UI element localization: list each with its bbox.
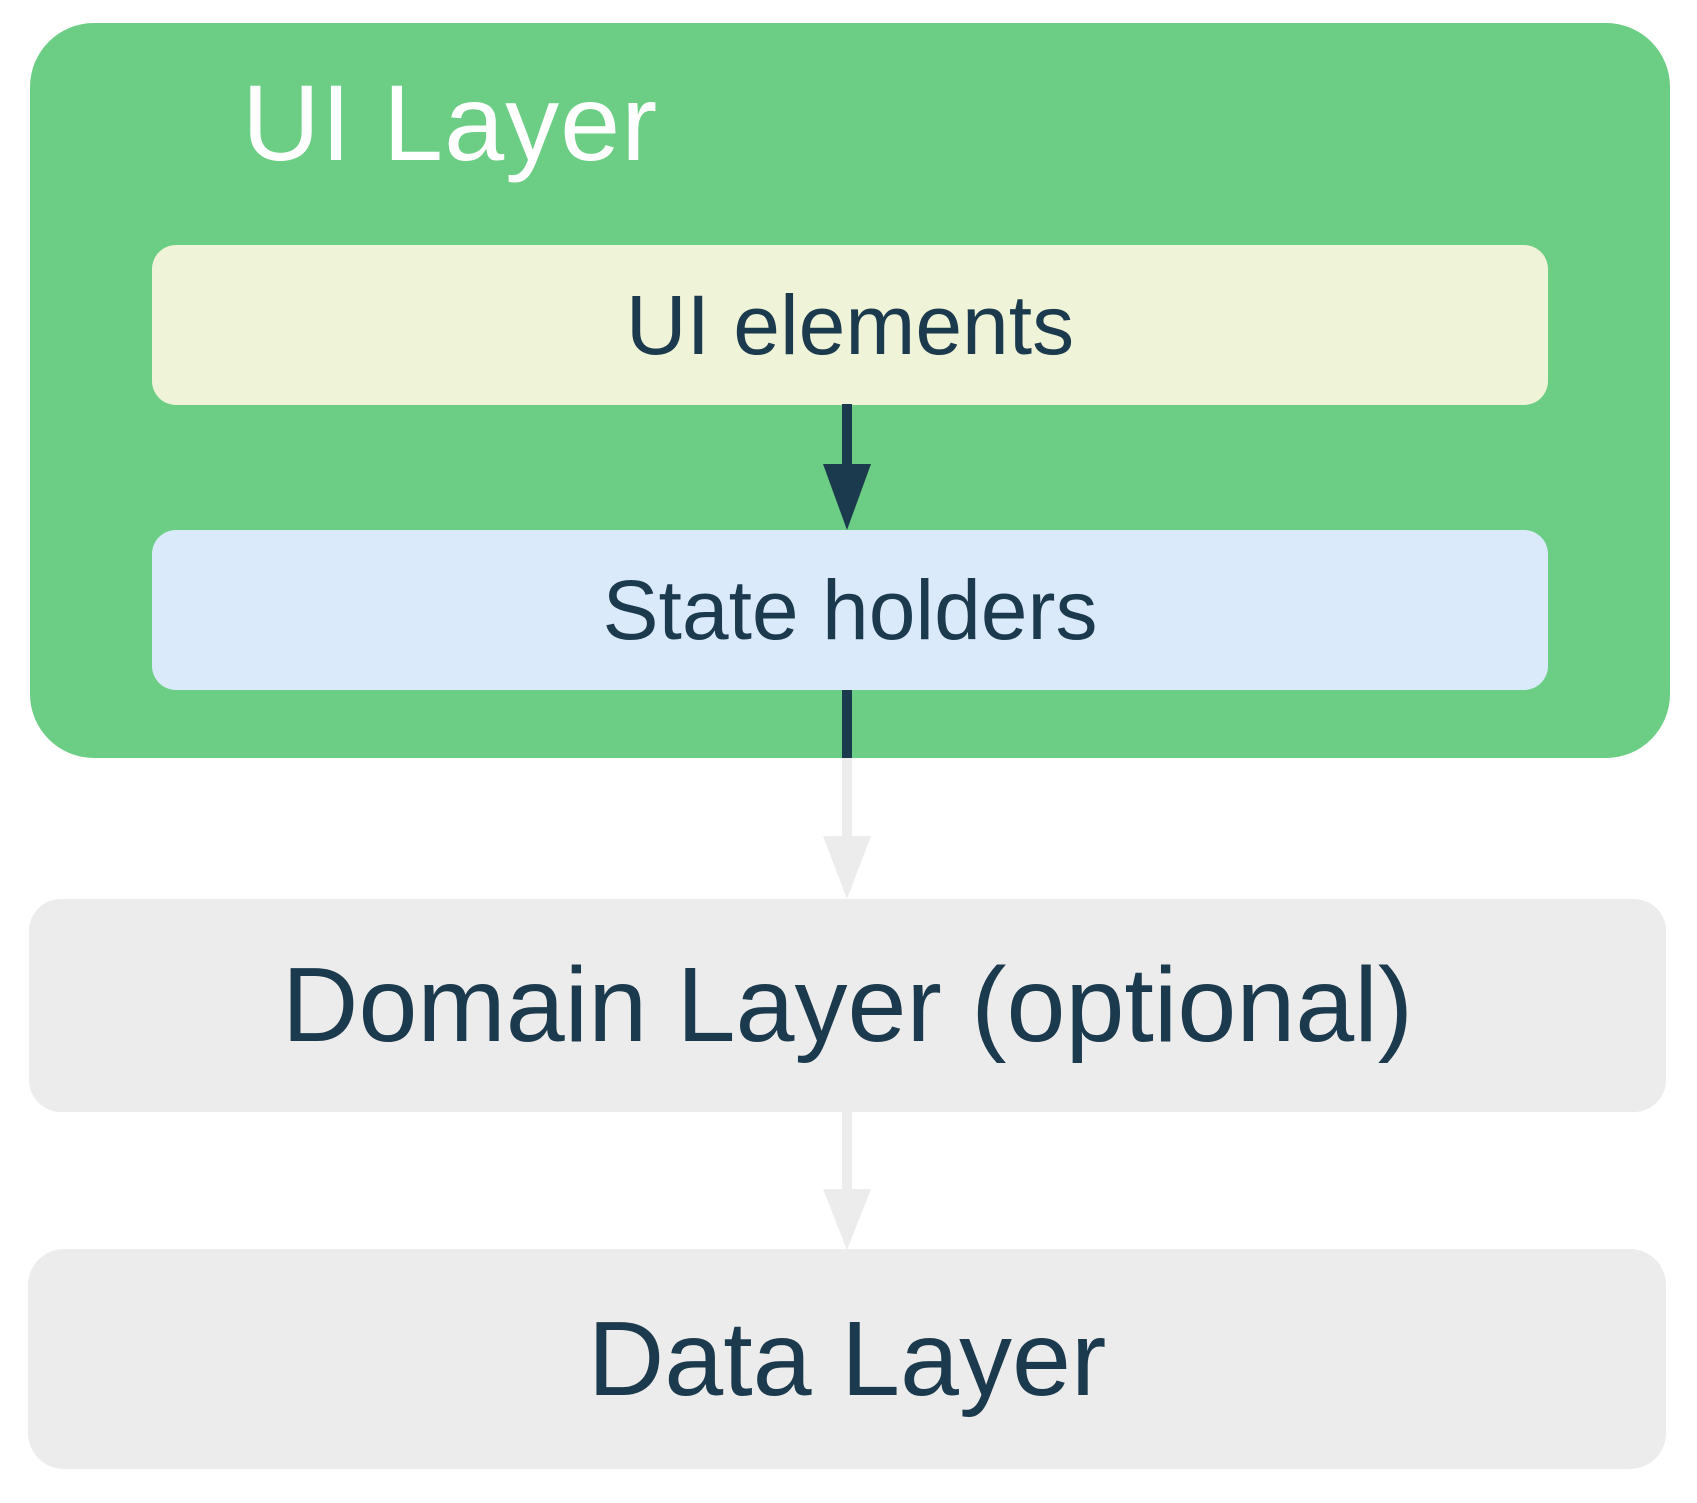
arrow-stem xyxy=(842,404,852,466)
arrow-head xyxy=(823,1189,871,1250)
ui-elements-label: UI elements xyxy=(625,277,1075,372)
ui-layer-title: UI Layer xyxy=(242,62,659,183)
arrow-stem xyxy=(842,758,852,836)
ui-elements-box: UI elements xyxy=(152,245,1548,405)
arrow-head xyxy=(823,464,871,530)
arrow-state-holders-to-domain-stem-navy xyxy=(842,690,852,758)
domain-layer-box: Domain Layer (optional) xyxy=(29,899,1666,1112)
state-holders-label: State holders xyxy=(602,562,1098,657)
ui-layer-container: UI Layer UI elements State holders xyxy=(30,23,1670,758)
state-holders-box: State holders xyxy=(152,530,1548,690)
data-layer-label: Data Layer xyxy=(587,1299,1107,1418)
data-layer-box: Data Layer xyxy=(28,1249,1666,1469)
domain-layer-label: Domain Layer (optional) xyxy=(281,946,1414,1064)
arrow-stem xyxy=(842,1112,852,1189)
arrow-head xyxy=(823,836,871,899)
